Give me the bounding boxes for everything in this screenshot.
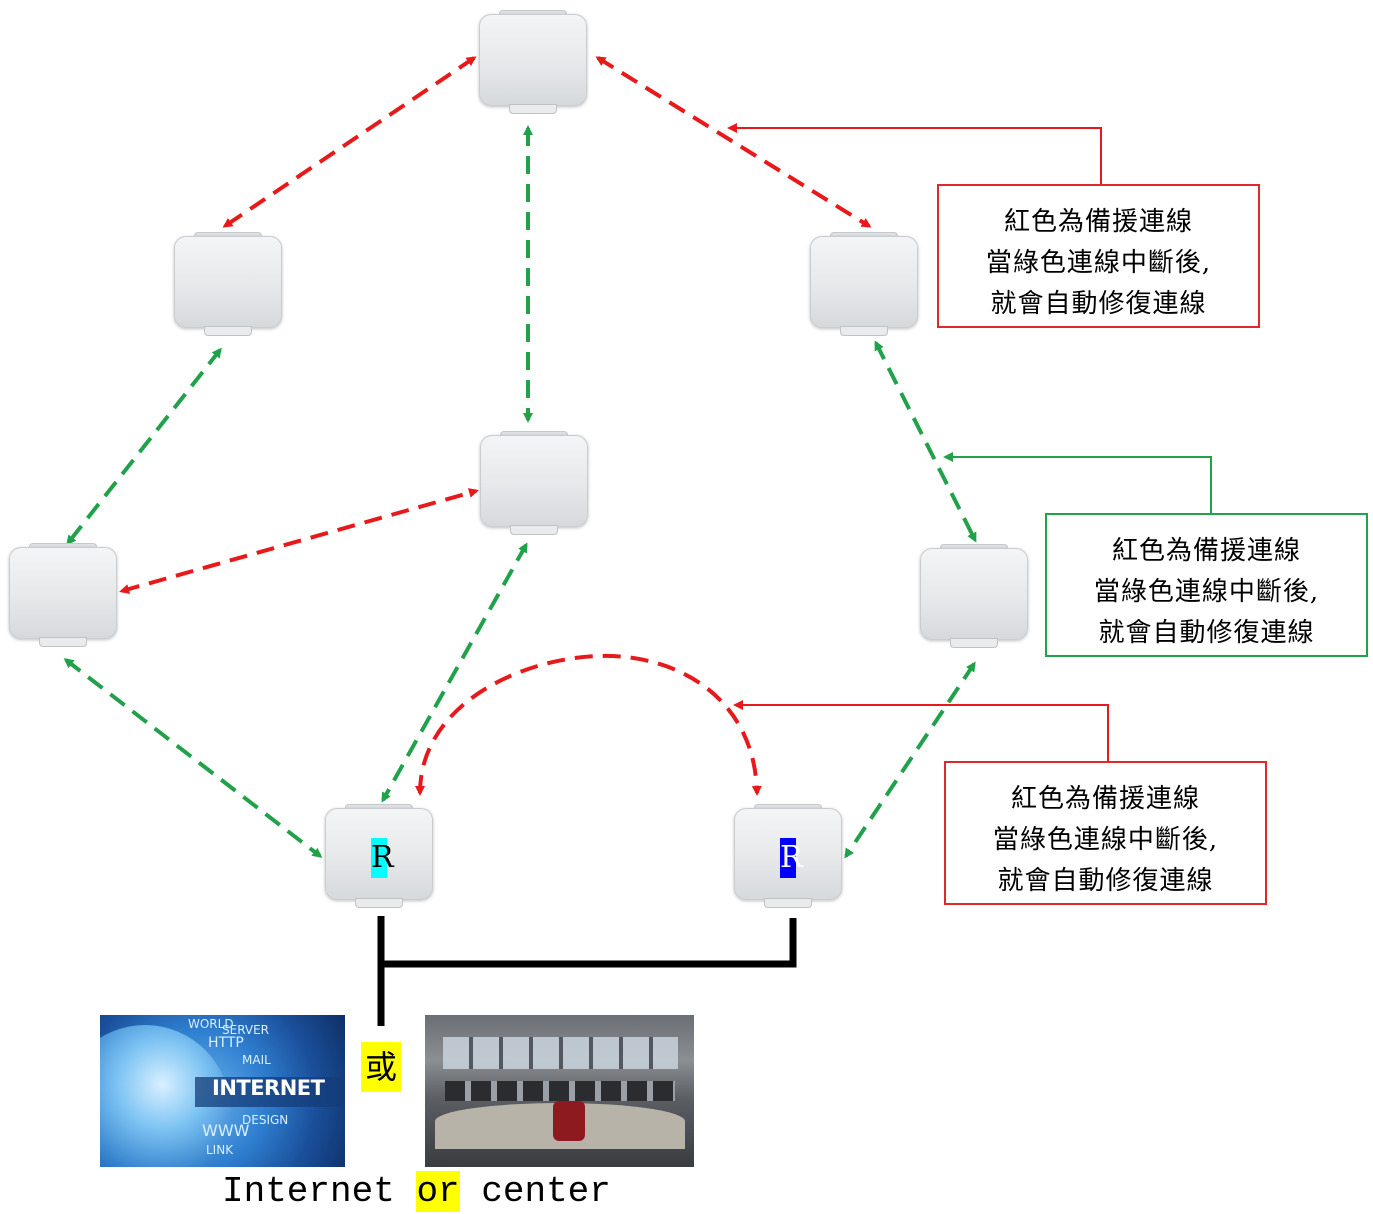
operator-chair [553,1101,585,1141]
link-middle-center-root-left [381,542,528,803]
caption-center: center [459,1171,611,1212]
video-wall [443,1037,678,1069]
caption-internet: Internet [222,1171,417,1212]
note-line: 就會自動修復連線 [990,289,1207,319]
note-backup-3: 紅色為備援連線 當綠色連線中斷後, 就會自動修復連線 [944,761,1267,905]
node-root-right: R [734,804,842,908]
link-top-upper-right [595,56,872,228]
note-line: 當綠色連線中斷後, [1093,577,1320,607]
link-upper-left-middle-left [66,347,222,546]
link-middle-right-root-right [844,661,976,859]
link-middle-left-middle-center [119,488,479,594]
note-backup-1: 紅色為備援連線 當綠色連線中斷後, 就會自動修復連線 [937,184,1260,328]
operator-monitors [445,1081,675,1101]
node-middle-center [480,431,588,535]
note-line: 當綠色連線中斷後, [985,248,1212,278]
caption: Internet or center [222,1170,611,1214]
root-label-left: R [371,838,394,878]
internet-banner [195,1077,345,1107]
node-upper-left [174,232,282,336]
internet-image: INTERNET WORLD HTTP MAIL SERVER WWW DESI… [100,1015,345,1167]
node-upper-right [810,232,918,336]
internet-tag: MAIL [242,1053,271,1067]
caption-or: or [416,1171,460,1212]
internet-tag: WWW [202,1121,250,1140]
node-middle-right [920,544,1028,648]
note-line: 紅色為備援連線 [1111,536,1301,566]
internet-tag: WORLD [188,1017,234,1031]
callout-leader-2 [943,452,1212,514]
callout-leader-1 [727,123,1102,185]
note-line: 紅色為備援連線 [1003,207,1193,237]
internet-word: INTERNET [212,1076,325,1100]
internet-tag: DESIGN [242,1113,289,1127]
internet-tag: SERVER [222,1023,270,1037]
link-upper-right-middle-right [874,340,977,543]
control-center-image [425,1015,694,1167]
note-backup-2: 紅色為備援連線 當綠色連線中斷後, 就會自動修復連線 [1045,513,1368,657]
note-line: 就會自動修復連線 [997,866,1214,896]
internet-tag: HTTP [208,1035,244,1051]
note-line: 就會自動修復連線 [1098,618,1315,648]
node-top [479,10,587,114]
callout-leader-3 [733,700,1109,762]
note-line: 當綠色連線中斷後, [992,825,1219,855]
root-label-right: R [780,838,803,878]
link-root-left-root-right-arc [415,653,762,796]
internet-tag: LINK [206,1143,234,1157]
or-label: 或 [361,1042,401,1092]
link-top-upper-left [222,56,477,228]
node-root-left: R [325,804,433,908]
node-middle-left [9,543,117,647]
note-line: 紅色為備援連線 [1010,784,1200,814]
wired-bus [381,918,797,968]
link-middle-left-root-left [63,658,323,858]
